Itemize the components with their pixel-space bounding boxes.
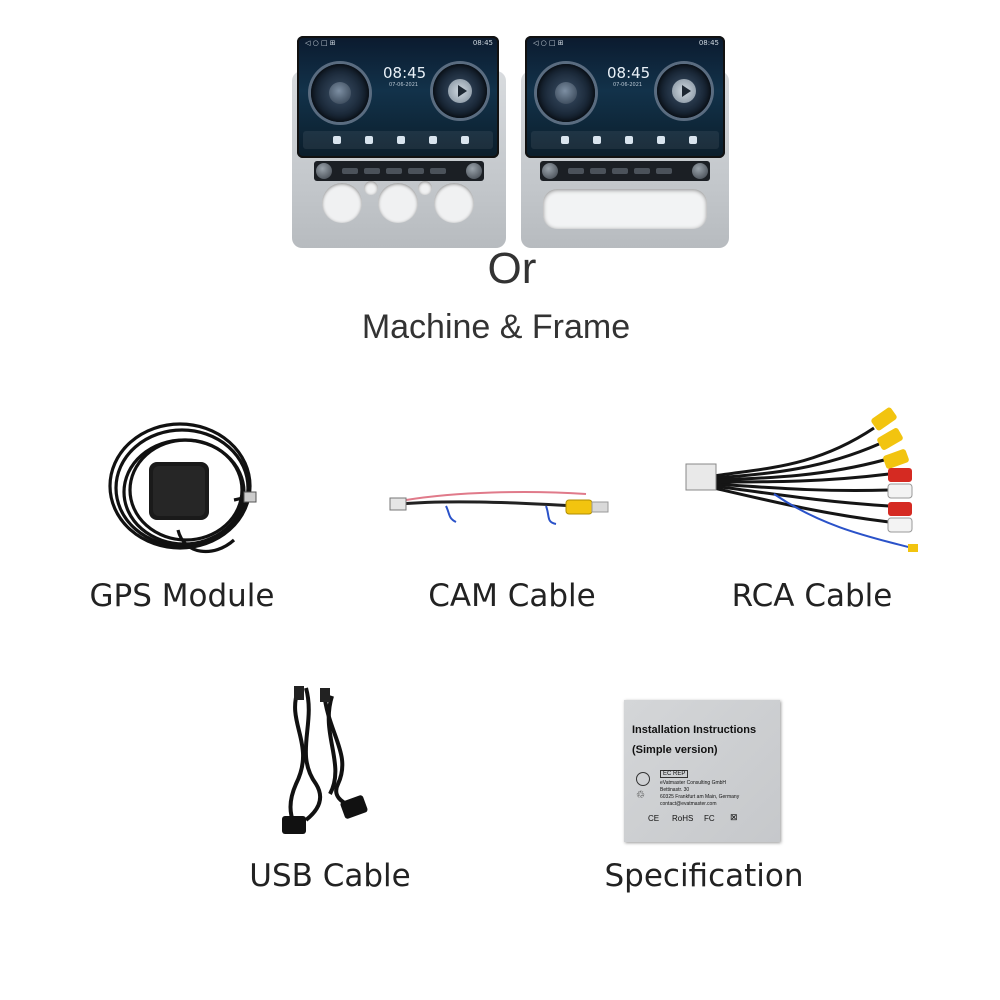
rca-plugs	[871, 407, 913, 533]
hardware-button-row	[540, 161, 710, 181]
or-text: Or	[487, 244, 537, 293]
speedometer-dial	[537, 64, 595, 122]
head-unit-screen: ◁ ○ □ ⊞ 08:45 08:45 07-06-2021	[297, 36, 499, 158]
tune-knob	[692, 163, 708, 179]
head-unit-left: ◁ ○ □ ⊞ 08:45 08:45 07-06-2021	[292, 36, 506, 248]
usb-plug	[340, 795, 368, 819]
item-label-gps-module: GPS Module	[89, 578, 275, 614]
usb-plug	[282, 816, 306, 834]
weee-bin-icon: ⊠	[730, 812, 738, 822]
rca-yellow-plug	[565, 499, 593, 515]
ec-rep-badge: EC REP	[660, 770, 689, 778]
bluetooth-icon	[365, 136, 373, 144]
radio-icon	[689, 136, 697, 144]
fcc-mark: FC	[704, 814, 715, 823]
ac-button-hole	[418, 181, 432, 195]
spec-subtitle: (Simple version)	[632, 744, 718, 756]
specification-sheet: Installation Instructions (Simple versio…	[624, 700, 780, 842]
spec-street: Bettinastr. 30	[660, 787, 690, 793]
rca-cable-image	[685, 407, 918, 552]
item-label-rca-cable: RCA Cable	[731, 578, 893, 614]
gps-module-image	[108, 422, 257, 554]
head-unit-right: ◁ ○ □ ⊞ 08:45 08:45 07-06-2021	[518, 36, 732, 248]
ce-mark: CE	[648, 814, 660, 823]
location-icon	[561, 136, 569, 144]
app-bar	[303, 131, 493, 149]
ac-knob-hole	[434, 183, 474, 223]
tune-knob	[466, 163, 482, 179]
volume-knob	[316, 163, 332, 179]
cam-cable-image	[389, 491, 609, 525]
clock: 08:45	[607, 64, 651, 82]
item-label-cam-cable: CAM Cable	[428, 578, 596, 614]
cam-plug	[389, 497, 407, 511]
manufacturer-icon	[636, 772, 650, 786]
item-label-usb-cable: USB Cable	[249, 858, 411, 894]
machine-frame-caption: Machine & Frame	[361, 308, 631, 346]
status-bar-time: 08:45	[698, 39, 719, 47]
clock: 08:45	[383, 64, 427, 82]
play-icon	[458, 85, 467, 97]
status-bar: ◁ ○ □ ⊞ 08:45	[305, 39, 493, 47]
status-bar: ◁ ○ □ ⊞ 08:45	[533, 39, 719, 47]
hardware-button-row	[314, 161, 484, 181]
ac-panel-opening	[543, 189, 707, 229]
ac-knob-hole	[322, 183, 362, 223]
spec-city: 60325 Frankfurt am Main, Germany	[660, 794, 740, 800]
spec-company: eVatmaster Consulting GmbH	[660, 780, 727, 786]
rohs-mark: RoHS	[672, 814, 694, 823]
status-bar-time: 08:45	[472, 39, 493, 47]
radio-icon	[461, 136, 469, 144]
location-icon	[333, 136, 341, 144]
app-bar	[531, 131, 719, 149]
date: 07-06-2021	[613, 82, 643, 88]
bluetooth-icon	[593, 136, 601, 144]
harness-connector	[685, 463, 717, 491]
volume-knob	[542, 163, 558, 179]
ac-knob-hole	[378, 183, 418, 223]
play-icon	[682, 85, 691, 97]
item-label-specification: Specification	[604, 858, 804, 894]
usb-cable-image	[282, 686, 368, 834]
apps-icon	[397, 136, 405, 144]
satellite-icon	[429, 136, 437, 144]
speedometer-dial	[311, 64, 369, 122]
spec-title: Installation Instructions	[632, 724, 757, 736]
date: 07-06-2021	[389, 82, 419, 88]
satellite-icon	[657, 136, 665, 144]
head-unit-screen: ◁ ○ □ ⊞ 08:45 08:45 07-06-2021	[525, 36, 725, 158]
apps-icon	[625, 136, 633, 144]
ac-button-hole	[364, 181, 378, 195]
music-dial	[433, 64, 487, 118]
spec-email: contact@evatmaster.com	[660, 801, 717, 807]
recycle-icon: ♲	[636, 790, 645, 801]
music-dial	[657, 64, 711, 118]
